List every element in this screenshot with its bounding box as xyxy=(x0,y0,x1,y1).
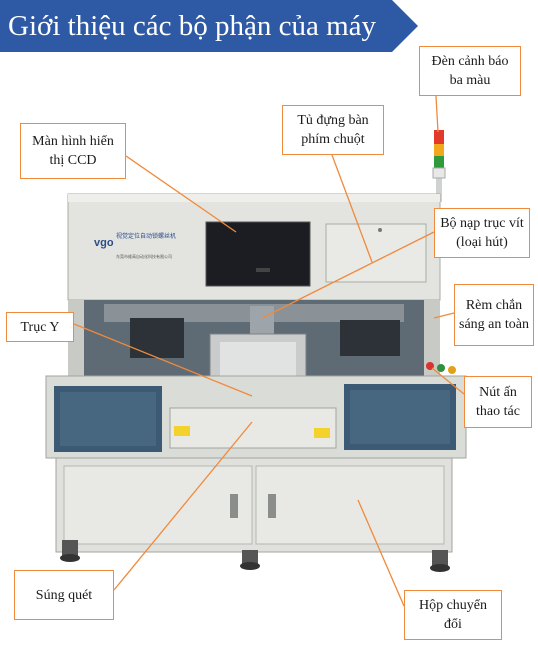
keyboard-cabinet-door xyxy=(325,223,427,283)
ccd-monitor xyxy=(205,221,311,287)
callout-safety-curtain: Rèm chắn sáng an toàn xyxy=(454,284,534,346)
brand-logo: vgo xyxy=(94,237,114,249)
callout-screw-feeder: Bộ nạp trục vít (loại hút) xyxy=(434,208,530,258)
callout-scanner-gun: Súng quét xyxy=(14,570,114,620)
warning-light-icon xyxy=(432,130,446,202)
callout-keyboard-cabinet: Tủ đựng bàn phím chuột xyxy=(282,105,384,155)
brand-cn-text: 视觉定位自动锁螺丝机 xyxy=(116,232,176,240)
operation-buttons xyxy=(426,362,456,374)
title-banner: Giới thiệu các bộ phận của máy xyxy=(0,0,420,56)
callout-ccd-screen: Màn hình hiển thị CCD xyxy=(20,123,126,179)
callout-y-axis: Trục Y xyxy=(6,312,74,342)
callout-operation-buttons: Nút ấn thao tác xyxy=(464,376,532,428)
brand-company: 东莞市维高自动化科技有限公司 xyxy=(116,253,172,259)
page-title: Giới thiệu các bộ phận của máy xyxy=(8,10,377,42)
callout-switch-box: Hộp chuyển đổi xyxy=(404,590,502,640)
banner-arrow-shape xyxy=(0,0,418,52)
callout-warning-light: Đèn cảnh báo ba màu xyxy=(419,46,521,96)
